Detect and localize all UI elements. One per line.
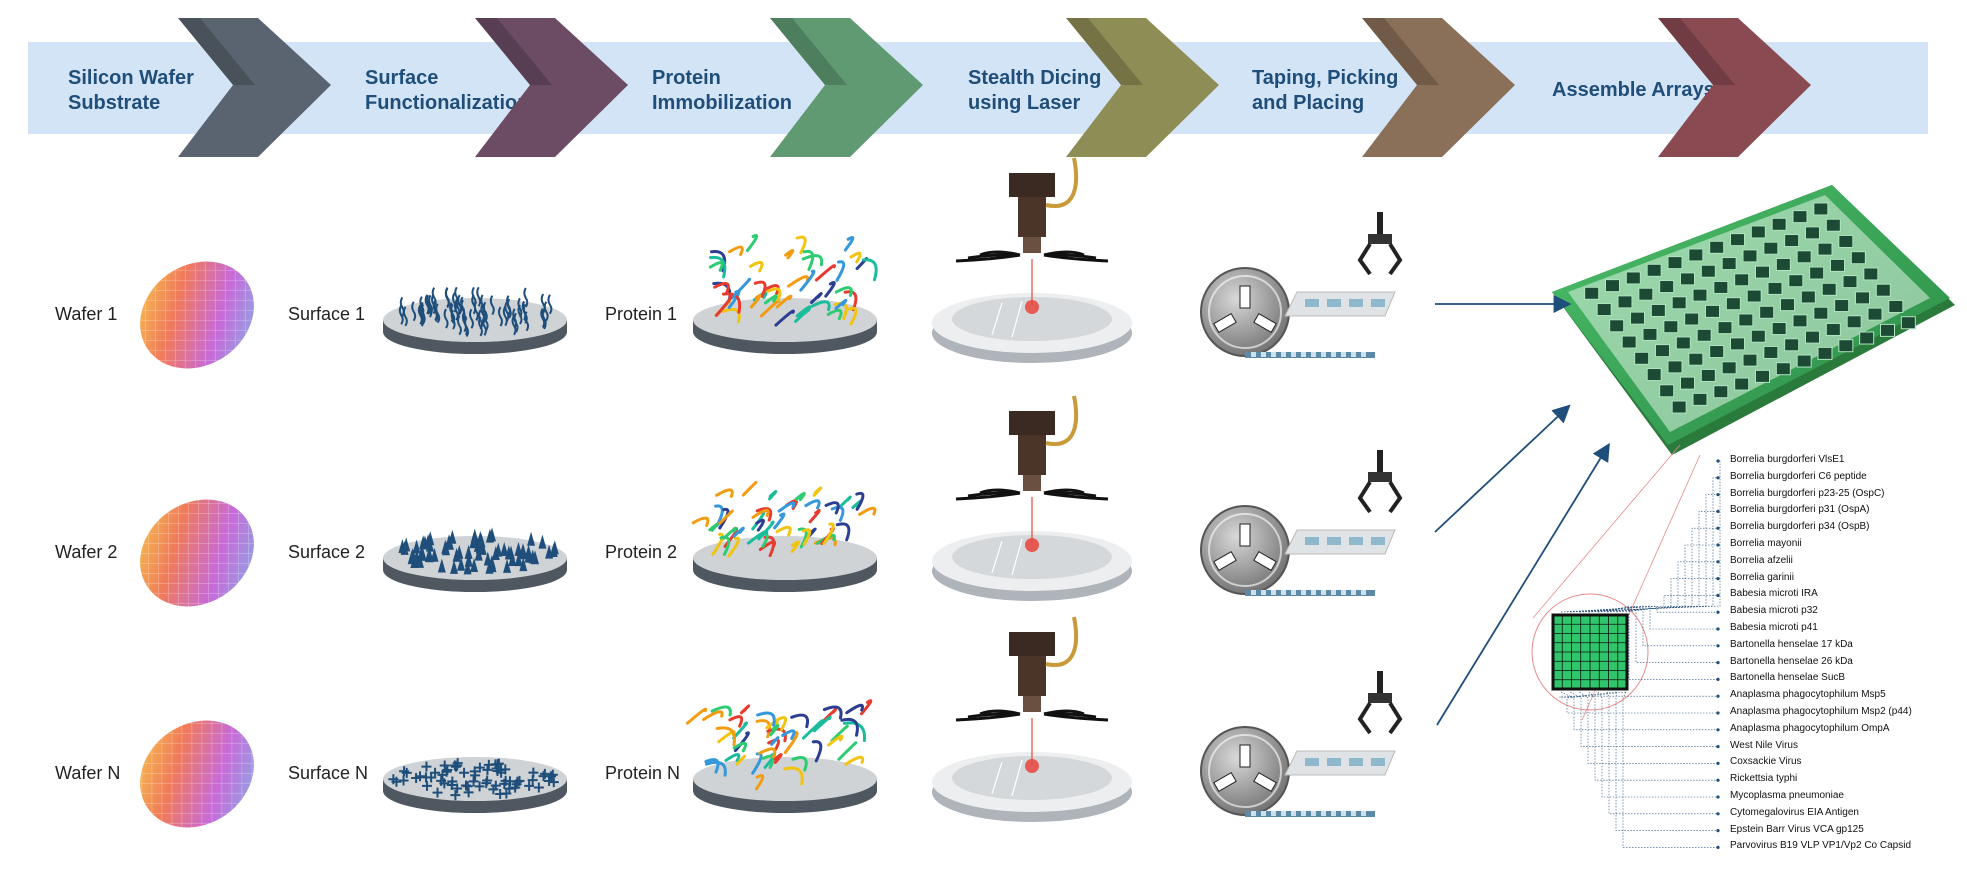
functionalized-surface-icon [383,286,567,354]
array-target-label: Borrelia burgdorferi VlsE1 [1730,454,1845,465]
array-target-label: Epstein Barr Virus VCA gp125 [1730,823,1864,835]
step-chevron-04 [1066,18,1219,157]
array-target-label: Bartonella henselae 26 kDa [1730,655,1853,667]
surface-label: Surface 1 [288,304,366,324]
laser-head-icon [932,157,1132,363]
tape-reel-icon [1200,726,1396,817]
step-chevron-01 [178,18,331,157]
wafer-icon [140,720,254,828]
step-title-06: Assemble Arrays [1552,78,1715,103]
protein-structure-icon [686,699,877,813]
array-target-label: Borrelia burgdorferi p23-25 (OspC) [1730,487,1885,499]
laser-head-icon [932,616,1132,822]
functionalized-surface-icon [383,757,567,813]
protein-structure-icon [691,480,877,592]
array-target-label: West Nile Virus [1730,739,1798,751]
functionalized-surface-icon [383,527,567,592]
robotic-gripper-icon [1357,450,1403,514]
step-title-line2: using Laser [968,92,1081,114]
process-row-1 [140,157,1403,369]
array-target-label: Rickettsia typhi [1730,773,1798,785]
step-chevron-fold [178,18,255,85]
array-target-label: Borrelia burgdorferi p31 (OspA) [1730,504,1870,516]
array-target-label: Babesia microti IRA [1730,588,1818,600]
protein-label: Protein N [605,763,681,783]
step-title-line1: Stealth Dicing [968,67,1102,89]
step-title-line2: Functionalization [365,92,530,114]
array-target-label: Borrelia afzelii [1730,554,1793,566]
step-title-line2: and Placing [1252,92,1365,114]
steps-band [28,42,1928,134]
array-target-label: Anaplasma phagocytophilum Msp5 [1730,689,1886,701]
step-chevron-fold [1658,18,1735,85]
step-title-line1: Protein [652,67,721,89]
step-title-04: Stealth Dicing using Laser [968,66,1101,116]
step-title-line2: Immobilization [652,92,792,114]
wafer-icon [140,499,254,607]
step-chevron-03 [770,18,923,157]
step-title-line1: Taping, Picking [1252,67,1399,89]
array-target-label: Parvovirus B19 VLP VP1/Vp2 Co Capsid [1730,840,1912,852]
array-target-label: Coxsackie Virus [1730,756,1802,768]
tape-reel-icon [1200,505,1396,596]
array-target-label: Borrelia mayonii [1730,538,1802,549]
process-row-3 [140,616,1403,828]
robotic-gripper-icon [1357,212,1403,276]
zoom-circle [1531,593,1649,711]
step-chevrons [178,18,1811,157]
step-chevron-02 [475,18,628,157]
wafer-label: Wafer 1 [55,304,118,324]
surface-label: Surface 2 [288,542,366,562]
array-target-label: Borrelia garinii [1730,571,1794,583]
array-target-label: Bartonella henselae SucB [1730,672,1846,684]
step-chevron-fold [1362,18,1439,85]
chip-grid-icon [1551,613,1629,691]
wafer-label: Wafer N [55,763,121,783]
flow-arrows [1434,295,1610,726]
array-target-label: Borrelia burgdorferi p34 (OspB) [1730,521,1870,533]
protein-label: Protein 2 [605,542,678,562]
step-chevron-fold [475,18,552,85]
process-row-2 [140,395,1403,607]
step-chevron-06 [1658,18,1811,157]
array-target-label: Cytomegalovirus EIA Antigen [1730,806,1859,818]
legend-leaders [1559,459,1721,850]
robotic-gripper-icon [1357,671,1403,735]
tape-reel-icon [1200,267,1396,358]
microarray-plate-icon [1552,185,1955,455]
array-target-label: Mycoplasma pneumoniae [1730,790,1844,801]
wafer-icon [140,261,254,369]
protein-label: Protein 1 [605,304,678,324]
step-chevron-fold [1066,18,1143,85]
step-title-line1: Surface [365,67,439,89]
array-target-label: Anaplasma phagocytophilum Msp2 (p44) [1730,706,1912,717]
step-title-line1: Assemble Arrays [1552,79,1715,101]
array-target-label: Bartonella henselae 17 kDa [1730,638,1853,650]
protein-structure-icon [693,234,878,354]
step-chevron-fold [770,18,847,85]
laser-head-icon [932,395,1132,601]
step-title-line1: Silicon Wafer [68,67,194,89]
array-target-label: Borrelia burgdorferi C6 peptide [1730,470,1867,482]
array-target-label: Babesia microti p41 [1730,622,1818,633]
wafer-label: Wafer 2 [55,542,118,562]
array-target-label: Anaplasma phagocytophilum OmpA [1730,722,1890,734]
array-target-label: Babesia microti p32 [1730,605,1818,617]
step-chevron-05 [1362,18,1515,157]
surface-label: Surface N [288,763,369,783]
step-title-line2: Substrate [68,92,161,114]
step-title-05: Taping, Picking and Placing [1252,66,1398,116]
